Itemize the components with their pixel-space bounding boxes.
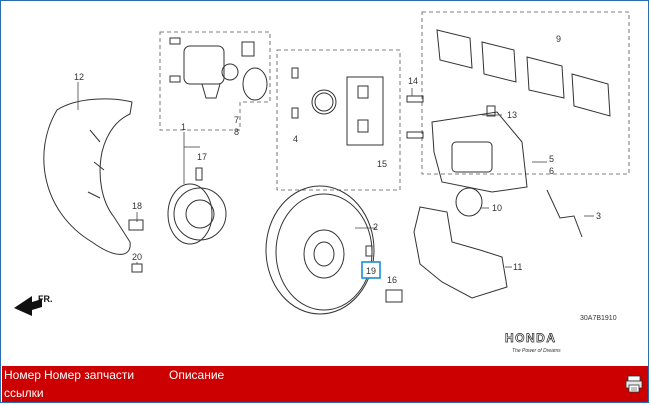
seal-kit-group-box [276, 49, 401, 191]
callout-15[interactable]: 15 [377, 159, 387, 169]
honda-logo: HONDA [505, 331, 557, 345]
diagram-code: 30A7B1910 [580, 315, 617, 322]
callout-4[interactable]: 4 [293, 134, 298, 144]
dust-shield [43, 98, 133, 255]
callout-8[interactable]: 8 [234, 127, 239, 137]
brake-pad-group-box [421, 11, 630, 175]
group-outlines [159, 11, 630, 191]
fr-direction-label: FR. [38, 294, 53, 304]
parts-table-header: Номер ссылки Номер запчасти Описание [2, 366, 648, 402]
callout-19[interactable]: 19 [366, 266, 376, 276]
callout-1[interactable]: 1 [181, 122, 186, 132]
hub-assembly [128, 167, 227, 273]
callout-7[interactable]: 7 [234, 115, 239, 125]
callout-14[interactable]: 14 [408, 76, 418, 86]
caliper-bracket [385, 206, 508, 303]
callout-19-highlight-box[interactable] [361, 261, 381, 279]
print-icon[interactable] [625, 375, 643, 393]
col-description-label: Описание [169, 368, 225, 382]
callout-5[interactable]: 5 [549, 154, 554, 164]
callout-18[interactable]: 18 [132, 201, 142, 211]
callout-13[interactable]: 13 [507, 110, 517, 120]
callout-2[interactable]: 2 [373, 222, 378, 232]
callout-17[interactable]: 17 [197, 152, 207, 162]
front-direction-arrow [14, 296, 42, 316]
callout-9[interactable]: 9 [556, 34, 561, 44]
callout-3[interactable]: 3 [596, 211, 601, 221]
caliper-kit-group-box [159, 31, 271, 131]
col-part-number-label: Номер запчасти [44, 368, 135, 382]
spring-clip [546, 189, 583, 238]
seal-kit-parts [291, 67, 424, 146]
callout-11[interactable]: 11 [513, 262, 522, 272]
col-ref-number-label-line2: ссылки [4, 386, 44, 400]
bolt-19 [365, 245, 373, 257]
callout-12[interactable]: 12 [74, 72, 84, 82]
callout-16[interactable]: 16 [387, 275, 397, 285]
col-ref-number-label: Номер [4, 368, 41, 382]
callout-labels: 12 7 8 1 17 18 20 4 14 15 9 13 5 6 10 3 … [74, 34, 601, 285]
brake-parts-diagram: FR. 12 7 8 1 17 18 20 4 14 15 9 13 5 6 1… [14, 11, 630, 354]
callout-6[interactable]: 6 [549, 166, 554, 176]
caliper-body [431, 105, 528, 217]
brake-disc-rotor [265, 185, 375, 315]
callout-20[interactable]: 20 [132, 252, 142, 262]
honda-tagline: The Power of Dreams [512, 348, 561, 354]
brake-pads [436, 29, 611, 117]
callout-10[interactable]: 10 [492, 203, 502, 213]
caliper-piston-assembly [169, 37, 268, 101]
